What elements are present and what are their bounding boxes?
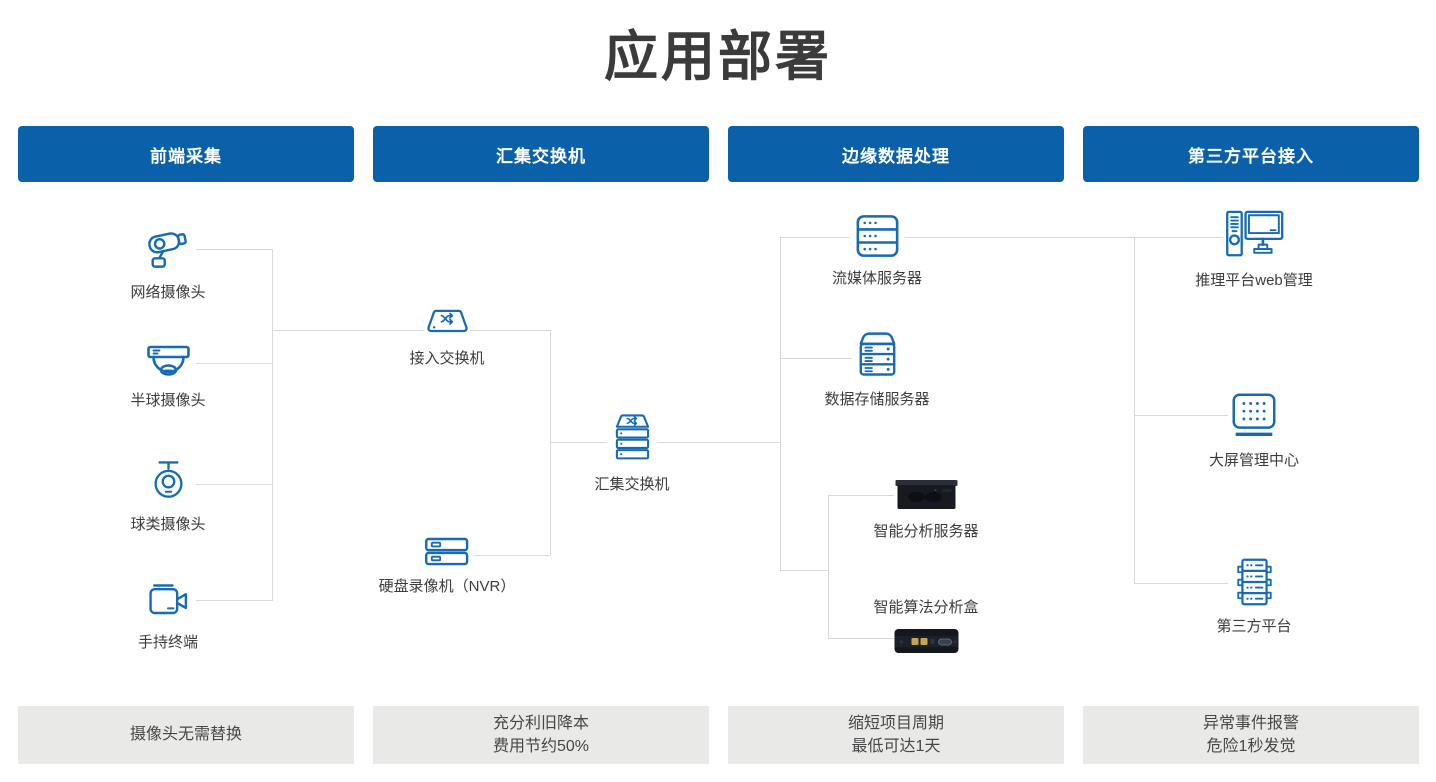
connector xyxy=(196,484,272,485)
node-label: 网络摄像头 xyxy=(130,284,206,301)
server-cluster-icon xyxy=(1228,556,1280,608)
nvr-icon xyxy=(421,536,473,568)
footer-line: 摄像头无需替换 xyxy=(129,726,242,744)
node-label: 智能分析服务器 xyxy=(873,523,979,540)
node-label: 智能算法分析盒 xyxy=(873,599,979,616)
node-label: 第三方平台 xyxy=(1216,618,1292,635)
stacked-switch-icon xyxy=(606,410,658,466)
dome-camera-icon xyxy=(140,342,196,382)
connector xyxy=(272,249,273,601)
footer-line: 缩短项目周期 xyxy=(847,714,944,732)
node-aggregation-switch: 汇集交换机 xyxy=(594,410,670,494)
connector xyxy=(196,249,272,250)
footer-benefit-frontend: 摄像头无需替换 xyxy=(18,706,354,764)
connector xyxy=(828,495,829,638)
column-header-aggregation-switch: 汇集交换机 xyxy=(373,126,709,182)
footer-benefit-edge: 缩短项目周期 最低可达1天 xyxy=(728,706,1064,764)
connector xyxy=(196,600,272,601)
node-label: 手持终端 xyxy=(137,634,199,651)
connector xyxy=(780,570,828,571)
node-nvr: 硬盘录像机（NVR） xyxy=(378,536,516,596)
connector xyxy=(828,495,894,496)
storage-server-icon xyxy=(851,329,903,381)
node-label: 推理平台web管理 xyxy=(1195,272,1313,289)
connector xyxy=(1134,415,1228,416)
node-label: 数据存储服务器 xyxy=(824,391,930,408)
node-label: 半球摄像头 xyxy=(130,392,206,409)
footer-line: 异常事件报警 xyxy=(1202,714,1299,732)
page-title: 应用部署 xyxy=(604,27,832,87)
connector xyxy=(780,237,781,570)
node-label: 接入交换机 xyxy=(409,350,485,367)
connector xyxy=(1134,583,1228,584)
connector xyxy=(828,638,894,639)
column-header-frontend-capture: 前端采集 xyxy=(18,126,354,182)
node-big-screen: 大屏管理中心 xyxy=(1209,390,1299,470)
connector xyxy=(905,237,1223,238)
connector xyxy=(550,442,607,443)
connector xyxy=(1134,237,1135,583)
footer-line: 费用节约50% xyxy=(492,738,590,755)
footer-line: 危险1秒发觉 xyxy=(1206,738,1296,755)
switch-icon xyxy=(421,306,473,340)
video-camera-icon xyxy=(142,580,194,624)
node-web-management: 推理平台web管理 xyxy=(1195,208,1313,290)
connector xyxy=(657,442,780,443)
node-access-switch: 接入交换机 xyxy=(409,306,485,368)
bullet-camera-icon xyxy=(142,224,194,274)
connector xyxy=(474,555,550,556)
led-screen-icon xyxy=(1227,390,1281,442)
column-header-third-party-access: 第三方平台接入 xyxy=(1083,126,1419,182)
connector xyxy=(780,237,850,238)
footer-line: 最低可达1天 xyxy=(851,738,941,755)
node-label: 流媒体服务器 xyxy=(831,270,923,287)
rack-server-photo xyxy=(894,477,958,513)
node-analysis-server: 智能分析服务器 xyxy=(873,477,979,541)
desktop-computer-icon xyxy=(1222,208,1286,262)
node-label: 汇集交换机 xyxy=(594,476,670,493)
node-network-camera: 网络摄像头 xyxy=(130,224,206,302)
node-third-party: 第三方平台 xyxy=(1216,556,1292,636)
server-rack-icon xyxy=(849,212,904,260)
node-streaming-server: 流媒体服务器 xyxy=(832,212,922,288)
node-dome-camera: 半球摄像头 xyxy=(130,342,206,410)
node-label: 大屏管理中心 xyxy=(1208,452,1300,469)
connector xyxy=(196,363,272,364)
edge-box-photo xyxy=(890,624,962,658)
connector xyxy=(780,358,852,359)
footer-benefit-thirdparty: 异常事件报警 危险1秒发觉 xyxy=(1083,706,1419,764)
node-handheld-terminal: 手持终端 xyxy=(138,580,198,652)
connector xyxy=(470,330,550,331)
node-ptz-camera: 球类摄像头 xyxy=(130,458,206,534)
footer-line: 充分利旧降本 xyxy=(492,714,589,732)
footer-benefit-aggregation: 充分利旧降本 费用节约50% xyxy=(373,706,709,764)
column-header-edge-processing: 边缘数据处理 xyxy=(728,126,1064,182)
connector xyxy=(272,330,424,331)
ptz-camera-icon xyxy=(143,458,193,506)
node-analysis-box: 智能算法分析盒 xyxy=(873,596,979,658)
node-label: 球类摄像头 xyxy=(130,516,206,533)
node-label: 硬盘录像机（NVR） xyxy=(378,578,516,595)
node-storage-server: 数据存储服务器 xyxy=(824,329,930,409)
